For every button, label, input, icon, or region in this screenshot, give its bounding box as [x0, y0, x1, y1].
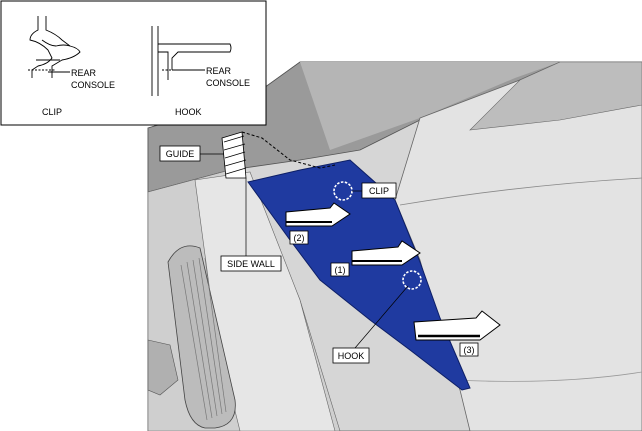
- side-wall-callout: SIDE WALL: [220, 255, 282, 272]
- step-1-arrow: [351, 240, 421, 266]
- inset-hook-part-label-line2: CONSOLE: [206, 78, 250, 88]
- hook-label: HOOK: [338, 351, 365, 361]
- inset-clip-caption: CLIP: [42, 107, 62, 117]
- step-2-label: (2): [294, 233, 305, 243]
- inset-clip-part-label-line2: CONSOLE: [71, 80, 115, 90]
- guide-marker: [221, 131, 336, 256]
- detail-inset: REAR CONSOLE CLIP REAR CONSOLE HOOK: [0, 0, 267, 126]
- step-2-callout: (2): [289, 230, 309, 245]
- guide-callout: GUIDE: [159, 145, 201, 162]
- hook-detail-drawing: [151, 26, 232, 96]
- step-1-label: (1): [335, 265, 346, 275]
- side-wall-label: SIDE WALL: [227, 259, 275, 269]
- inset-clip-part-label-line1: REAR: [71, 68, 97, 78]
- step-1-callout: (1): [330, 262, 350, 277]
- inset-hook-part-label-line1: REAR: [206, 66, 232, 76]
- console-lower-crease: [454, 371, 642, 382]
- step-2-arrow: [285, 202, 351, 227]
- guide-label: GUIDE: [166, 149, 195, 159]
- clip-label: CLIP: [369, 186, 389, 196]
- floor-bracket: [147, 339, 179, 396]
- dashboard-shade: [300, 62, 560, 150]
- hook-leader: [354, 285, 409, 349]
- step-3-label: (3): [464, 345, 475, 355]
- hook-callout: HOOK: [332, 347, 370, 364]
- clip-callout: CLIP: [361, 182, 397, 199]
- console-upper-band: [469, 61, 642, 131]
- accelerator-pedal: [167, 245, 236, 429]
- interior-scene: [147, 61, 642, 431]
- step-3-callout: (3): [459, 342, 479, 357]
- console-crease-line: [399, 177, 642, 206]
- hook-location-marker: [402, 270, 422, 290]
- inset-hook-caption: HOOK: [175, 107, 202, 117]
- clip-detail-drawing: [28, 16, 81, 78]
- step-3-arrow: [413, 310, 501, 341]
